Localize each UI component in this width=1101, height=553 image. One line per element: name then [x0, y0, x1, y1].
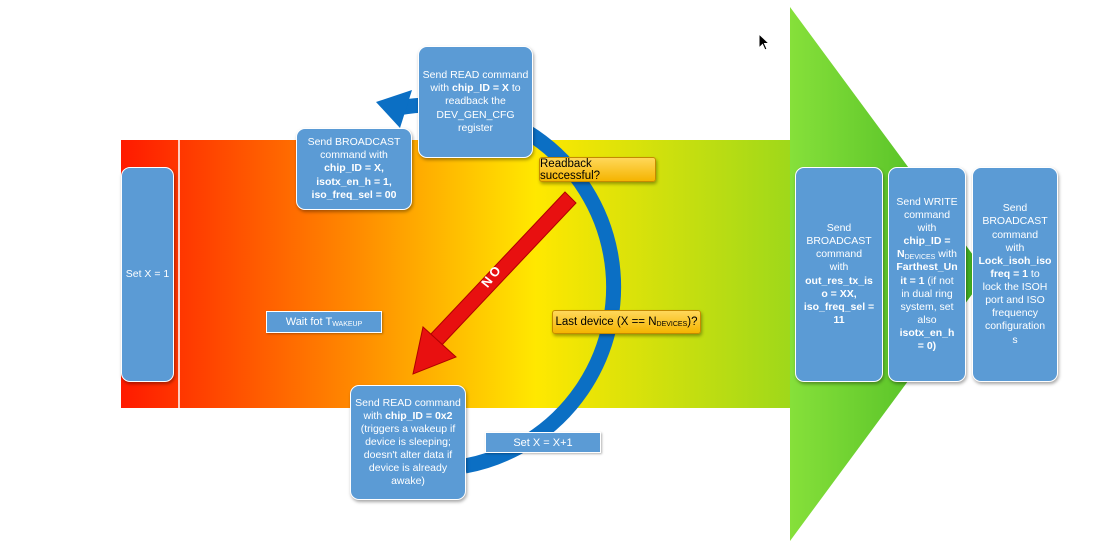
read-devgen-line5: register [457, 121, 493, 134]
read-wakeup-line2: with chip_ID = 0x2 [363, 409, 453, 422]
read-wakeup-line1: Send READ command [355, 396, 461, 409]
mouse-cursor-icon [758, 33, 770, 51]
read-devgen-line1: Send READ command [422, 69, 529, 82]
set-x-label: Set X = 1 [125, 267, 170, 280]
read-devgen-line4: DEV_GEN_CFG [436, 108, 515, 121]
read-wakeup-line7: awake) [391, 475, 425, 488]
read-wakeup-line5: doesn't alter data if [363, 449, 453, 462]
read-wakeup-line3: (triggers a wakeup if [360, 422, 456, 435]
set-x-inc-label: Set X = X+1 [485, 432, 601, 453]
broadcast-isotx-line4: isotx_en_h = 1, [316, 175, 392, 188]
write-farthest-box: Send WRITE command with chip_ID = NDEVIC… [888, 167, 966, 382]
broadcast-isotx-line5: iso_freq_sel = 00 [311, 188, 397, 201]
read-devgen-line3: readback the [445, 95, 506, 108]
read-devgen-box: Send READ command with chip_ID = X to re… [418, 46, 533, 158]
lock-broadcast-box: Send BROADCAST command with Lock_isoh_is… [972, 167, 1058, 382]
read-wakeup-line4: device is sleeping; [365, 435, 451, 448]
readback-question: Readback successful? [539, 157, 656, 182]
final-broadcast-box: Send BROADCAST command with out_res_tx_i… [795, 167, 883, 382]
broadcast-isotx-line3: chip_ID = X, [324, 162, 384, 175]
progress-band [121, 140, 790, 408]
read-wakeup-box: Send READ command with chip_ID = 0x2 (tr… [350, 385, 466, 500]
set-x-box: Set X = 1 [121, 167, 174, 382]
no-arrow [412, 191, 577, 375]
read-wakeup-line6: device is already [368, 462, 448, 475]
broadcast-isotx-line2: command with [320, 149, 388, 162]
broadcast-isotx-line1: Send BROADCAST [307, 136, 401, 149]
read-devgen-line2: with chip_ID = X to [430, 82, 521, 95]
broadcast-isotx-box: Send BROADCAST command with chip_ID = X,… [296, 128, 412, 210]
